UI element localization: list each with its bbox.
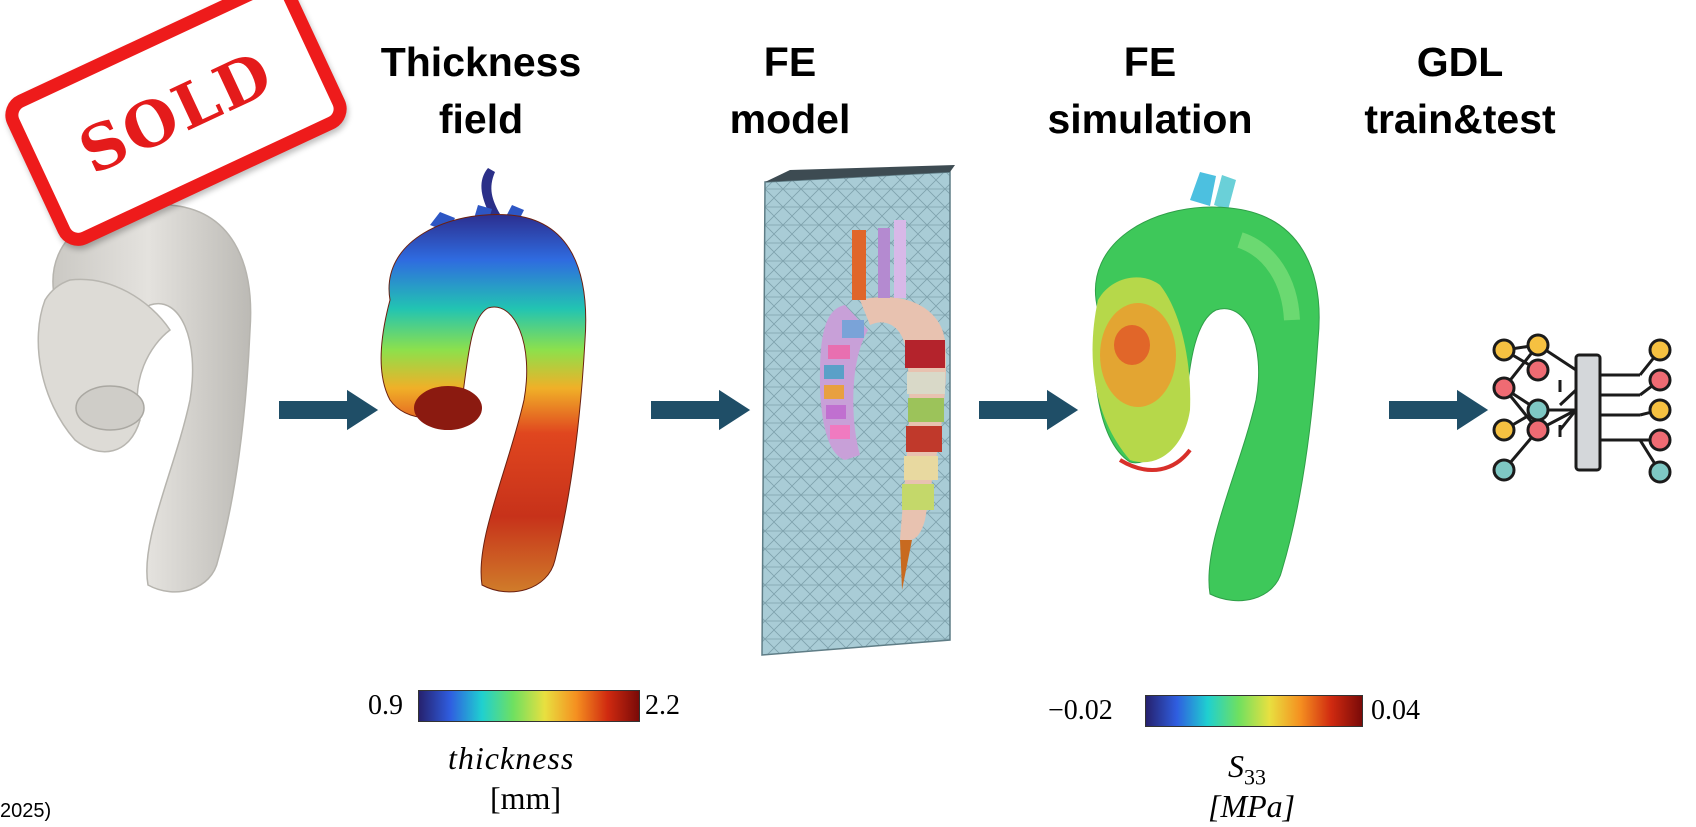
stress-colorbar-min: −0.02 <box>1048 695 1113 726</box>
stress-quantity-label: S33 <box>1228 748 1266 790</box>
heading-gdl-line1: GDL <box>1416 39 1504 85</box>
stress-quantity-symbol: S <box>1228 748 1244 784</box>
footer-fragment: 2025) <box>0 800 52 822</box>
thickness-colorbar-max: 2.2 <box>645 690 680 721</box>
arrow-1 <box>277 386 382 434</box>
heading-fe-simulation: FE simulation <box>1030 34 1270 148</box>
heading-fe-model-line1: FE <box>763 39 817 85</box>
fe-segment-bands <box>824 320 945 510</box>
heading-thickness-line2: field <box>438 96 524 142</box>
arrow-2 <box>649 386 754 434</box>
arrow-3 <box>977 386 1082 434</box>
heading-thickness-line1: Thickness <box>380 39 582 85</box>
stress-colorbar-max: 0.04 <box>1371 695 1420 726</box>
heading-fe-simulation-line2: simulation <box>1047 96 1253 142</box>
heading-fe-model: FE model <box>700 34 880 148</box>
heading-fe-simulation-line1: FE <box>1123 39 1177 85</box>
stress-quantity-subscript: 33 <box>1244 764 1266 790</box>
heading-thickness-field: Thickness field <box>376 34 586 148</box>
thickness-colorbar <box>418 690 640 722</box>
thickness-quantity-label: thickness <box>448 740 575 776</box>
arrow-4 <box>1387 386 1492 434</box>
heading-fe-model-line2: model <box>729 96 851 142</box>
heading-gdl-line2: train&test <box>1364 96 1556 142</box>
thickness-unit-label: [mm] <box>490 780 562 816</box>
thickness-colorbar-min: 0.9 <box>368 690 403 721</box>
stress-colorbar <box>1145 695 1363 727</box>
stress-unit-label: [MPa] <box>1208 788 1296 824</box>
heading-gdl: GDL train&test <box>1350 34 1570 148</box>
